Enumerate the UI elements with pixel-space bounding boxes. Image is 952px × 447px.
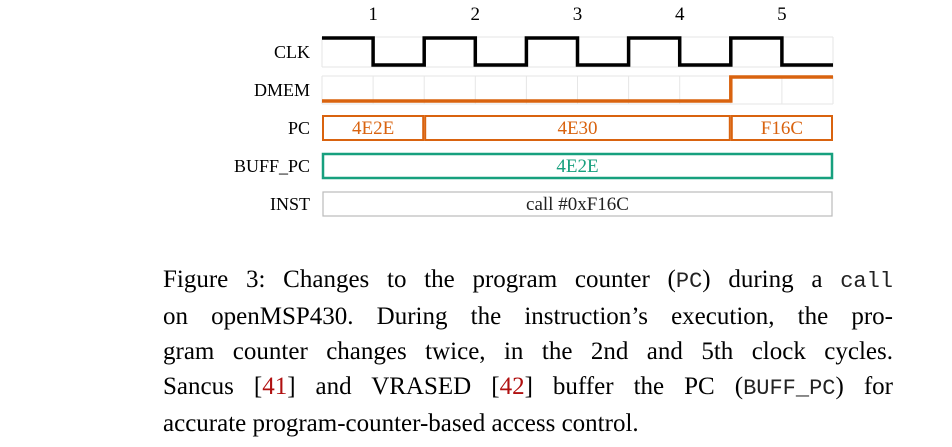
caption-text: ) for bbox=[835, 373, 894, 400]
caption-text: ] and VRASED [ bbox=[287, 373, 500, 400]
signal-label-column: CLK DMEM PC BUFF_PC INST bbox=[234, 42, 310, 214]
pc-segment bbox=[322, 115, 425, 141]
caption-line-1: Figure 3: Changes to the program counter… bbox=[163, 262, 893, 299]
caption-text: ) during a bbox=[702, 266, 841, 293]
clk-waveform bbox=[322, 36, 833, 67]
signal-label-buff-pc: BUFF_PC bbox=[234, 156, 310, 176]
pc-bus: 4E2E 4E30 F16C bbox=[322, 115, 833, 141]
pc-segment bbox=[730, 115, 833, 141]
cycle-number: 3 bbox=[573, 4, 583, 25]
signal-label-clk: CLK bbox=[274, 42, 310, 62]
pc-value: 4E2E bbox=[352, 118, 394, 139]
signal-label-pc: PC bbox=[288, 118, 310, 138]
caption-text: Figure 3: Changes to the program counter… bbox=[163, 266, 676, 293]
inst-value: call #0xF16C bbox=[526, 194, 629, 215]
clk-wave-path bbox=[322, 36, 833, 67]
caption-line-2: on openMSP430. During the instruction’s … bbox=[163, 303, 893, 330]
cycle-number: 2 bbox=[471, 4, 481, 25]
cycle-number: 1 bbox=[368, 4, 378, 25]
cycle-number: 4 bbox=[675, 4, 685, 25]
inst-bus: call #0xF16C bbox=[322, 191, 833, 217]
figure-caption: Figure 3: Changes to the program counter… bbox=[163, 262, 893, 441]
buff-pc-bus: 4E2E bbox=[321, 152, 834, 180]
buff-pc-segment bbox=[321, 152, 834, 180]
pc-value: F16C bbox=[761, 118, 803, 139]
signal-label-dmem: DMEM bbox=[254, 80, 310, 100]
cycle-number-row: 1 2 3 4 5 bbox=[368, 4, 786, 25]
caption-code-call: call bbox=[840, 269, 893, 294]
pc-segment bbox=[424, 115, 731, 141]
caption-text: Sancus [ bbox=[163, 373, 263, 400]
dmem-waveform bbox=[322, 75, 833, 103]
caption-line-3: gram counter changes twice, in the 2nd a… bbox=[163, 338, 893, 365]
inst-segment bbox=[322, 191, 833, 217]
pc-value: 4E30 bbox=[557, 118, 597, 139]
buff-pc-value: 4E2E bbox=[556, 156, 598, 177]
caption-line-4: Sancus [41] and VRASED [42] buffer the P… bbox=[163, 369, 893, 406]
dmem-wave-path bbox=[322, 75, 833, 103]
caption-line-5: accurate program-counter-based access co… bbox=[163, 410, 639, 437]
signal-label-inst: INST bbox=[270, 194, 310, 214]
caption-code-buff-pc: BUFF_PC bbox=[743, 376, 836, 401]
citation-link-42[interactable]: 42 bbox=[499, 373, 525, 400]
citation-link-41[interactable]: 41 bbox=[262, 373, 288, 400]
cycle-number: 5 bbox=[777, 4, 787, 25]
caption-code-pc: PC bbox=[675, 269, 703, 294]
caption-text: ] buffer the PC ( bbox=[524, 373, 744, 400]
